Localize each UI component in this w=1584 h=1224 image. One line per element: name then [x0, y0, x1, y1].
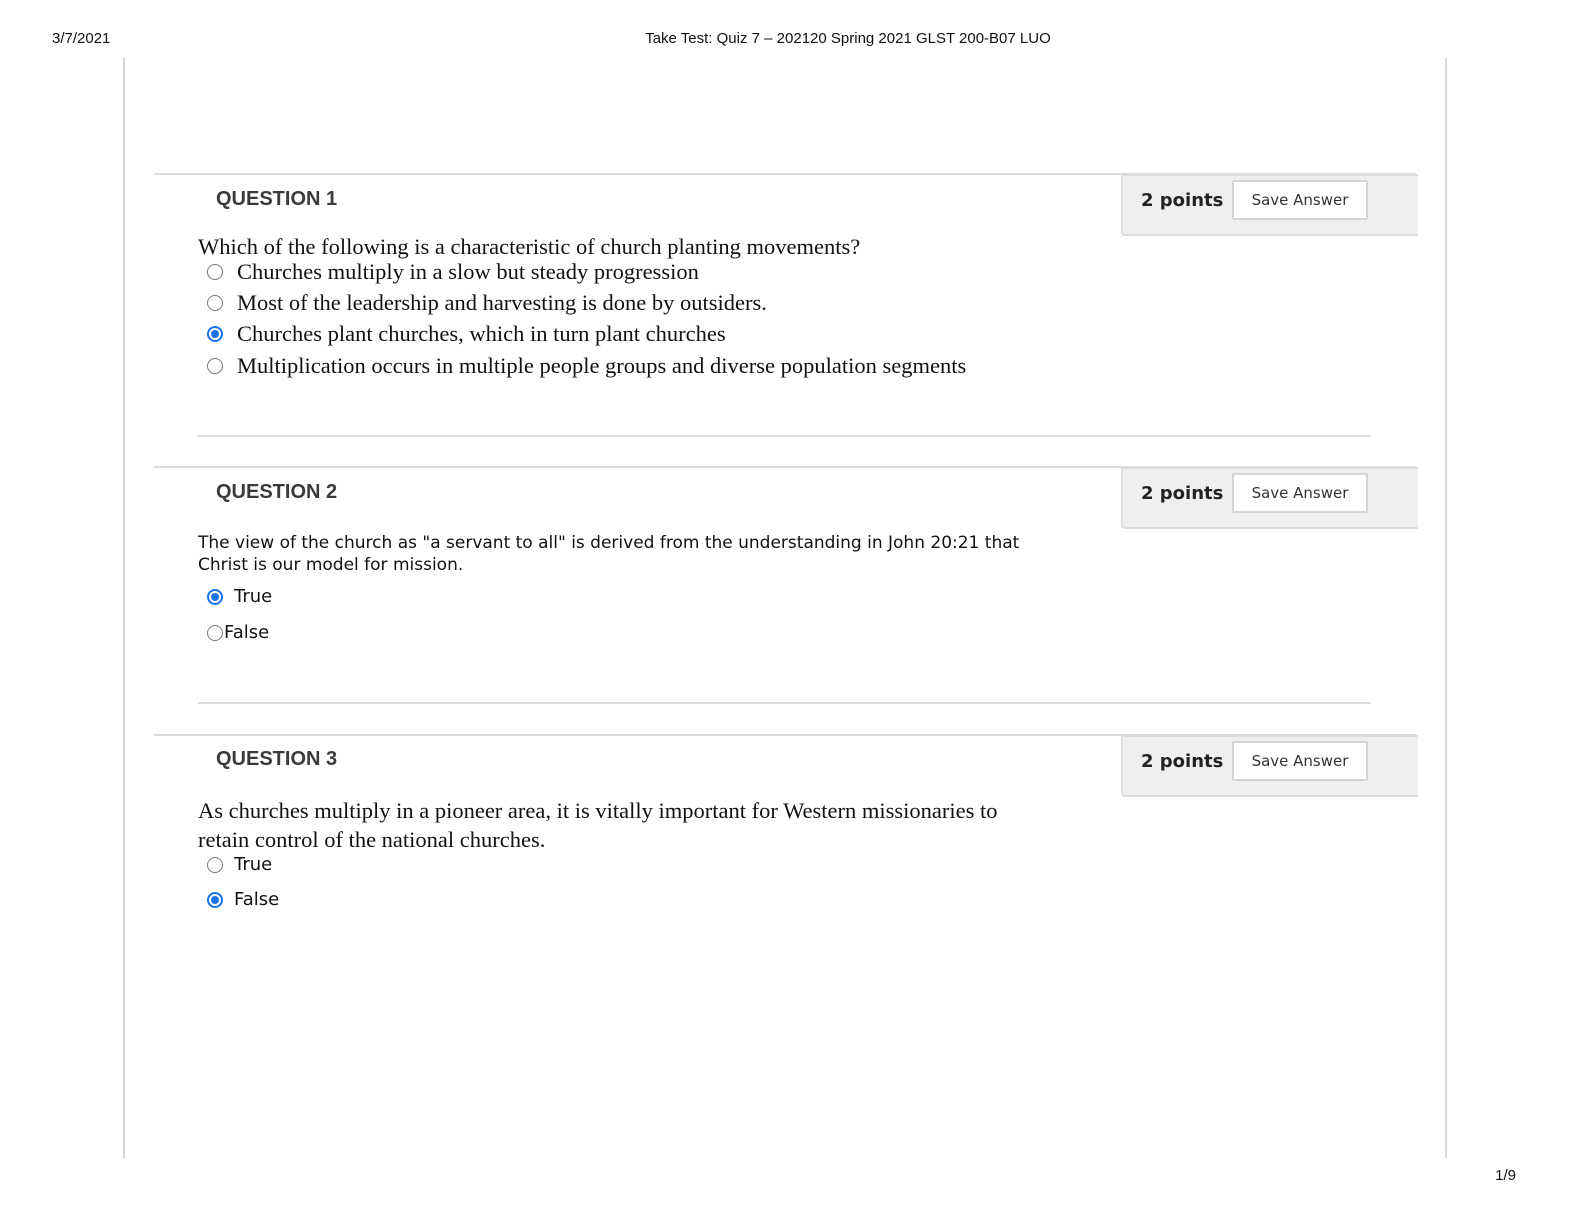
save-answer-button[interactable]: Save Answer	[1232, 741, 1368, 781]
content-frame-left-border	[123, 58, 125, 1158]
answer-option-label: Churches multiply in a slow but steady p…	[237, 259, 699, 284]
question-header-rule	[154, 734, 1416, 736]
question-text-line-2: Christ is our model for mission.	[198, 555, 464, 575]
answer-option[interactable]: False	[207, 622, 269, 643]
radio-button-selected[interactable]	[207, 588, 223, 605]
print-date: 3/7/2021	[52, 30, 111, 47]
question-text-line-1: As churches multiply in a pioneer area, …	[198, 798, 998, 823]
points-label: 2 points	[1141, 483, 1224, 504]
answer-option[interactable]: Multiplication occurs in multiple people…	[207, 353, 966, 379]
radio-button[interactable]	[207, 264, 223, 280]
answer-option[interactable]: Churches multiply in a slow but steady p…	[207, 259, 699, 285]
radio-button-selected[interactable]	[207, 891, 223, 908]
radio-button[interactable]	[207, 856, 223, 873]
answer-option[interactable]: Most of the leadership and harvesting is…	[207, 290, 767, 316]
question-text: Which of the following is a characterist…	[198, 234, 861, 259]
answer-option-label: False	[224, 622, 270, 643]
content-frame-right-border	[1445, 58, 1447, 1158]
question-title: QUESTION 2	[216, 481, 338, 503]
answer-option-label: True	[234, 586, 273, 607]
question-title: QUESTION 1	[216, 188, 338, 210]
save-answer-button[interactable]: Save Answer	[1232, 473, 1368, 513]
question-separator	[198, 435, 1371, 437]
question-title: QUESTION 3	[216, 748, 338, 770]
answer-option-label: True	[234, 854, 273, 875]
radio-button-selected[interactable]	[207, 326, 223, 342]
radio-button[interactable]	[207, 295, 223, 311]
points-panel: 2 points Save Answer	[1121, 174, 1418, 236]
points-label: 2 points	[1141, 190, 1224, 211]
question-text-line-2: retain control of the national churches.	[198, 827, 546, 852]
save-answer-button[interactable]: Save Answer	[1232, 180, 1368, 220]
points-label: 2 points	[1141, 751, 1224, 772]
answer-option[interactable]: Churches plant churches, which in turn p…	[207, 321, 726, 347]
question-header-rule	[154, 466, 1416, 468]
answer-option-label: Most of the leadership and harvesting is…	[237, 290, 767, 315]
print-page-title: Take Test: Quiz 7 – 202120 Spring 2021 G…	[645, 30, 1051, 47]
radio-button[interactable]	[207, 358, 223, 374]
radio-button[interactable]	[207, 624, 223, 641]
question-header-rule	[154, 173, 1416, 175]
answer-option-label: False	[234, 889, 280, 910]
print-page-number: 1/9	[1495, 1167, 1516, 1184]
question-text-line-1: The view of the church as "a servant to …	[198, 533, 1020, 553]
points-panel: 2 points Save Answer	[1121, 467, 1418, 529]
answer-option-label: Multiplication occurs in multiple people…	[237, 353, 967, 378]
answer-option-label: Churches plant churches, which in turn p…	[237, 321, 726, 346]
answer-option[interactable]: True	[207, 854, 272, 875]
question-separator	[198, 702, 1371, 704]
answer-option[interactable]: False	[207, 889, 279, 910]
points-panel: 2 points Save Answer	[1121, 735, 1418, 797]
answer-option[interactable]: True	[207, 586, 272, 607]
